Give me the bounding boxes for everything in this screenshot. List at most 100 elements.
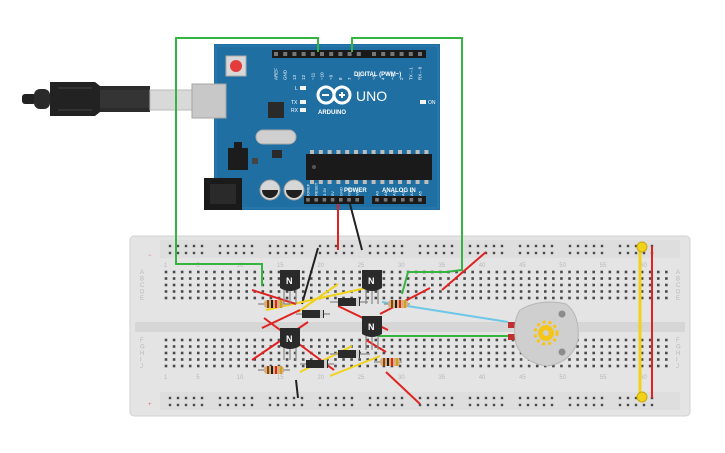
analog-pin-label: A2: [392, 190, 397, 196]
transistor-4[interactable]: N: [362, 316, 382, 350]
col-number-bottom: 15: [277, 375, 284, 381]
diode-4[interactable]: [300, 360, 334, 368]
row-letter-left: A: [140, 270, 144, 276]
digital-pin[interactable]: [418, 52, 422, 56]
row-letter-left: B: [140, 277, 144, 283]
diodes[interactable]: [296, 298, 370, 368]
digital-pin[interactable]: [329, 52, 334, 56]
col-number-bottom: 40: [479, 375, 486, 381]
digital-pin[interactable]: [338, 52, 343, 56]
power-pin-label: Vin: [355, 190, 360, 196]
digital-pin-label: GND: [283, 69, 288, 80]
wire-black-2[interactable]: [295, 379, 299, 399]
resistors[interactable]: [258, 300, 410, 374]
digital-pin-label: ~10: [320, 72, 325, 80]
col-number-bottom: 55: [600, 375, 607, 381]
row-letter-right: B: [676, 277, 680, 283]
rail-node-top[interactable]: [636, 241, 648, 253]
col-number-top: 15: [277, 263, 284, 269]
row-letter-left: C: [140, 283, 145, 289]
digital-pin[interactable]: [301, 52, 306, 56]
transistor-2[interactable]: N: [362, 270, 382, 304]
power-pin[interactable]: [339, 198, 343, 202]
digital-pin[interactable]: [283, 52, 288, 56]
analog-pin[interactable]: [383, 198, 388, 202]
transistor-1[interactable]: N: [280, 270, 300, 304]
digital-pin[interactable]: [310, 52, 315, 56]
rail-node-bottom[interactable]: [636, 391, 648, 403]
row-letter-left: J: [140, 364, 143, 370]
power-pin[interactable]: [306, 198, 310, 202]
power-pin-label: IOREF: [306, 183, 311, 196]
row-letter-right: E: [676, 296, 680, 302]
usb-cable[interactable]: [22, 82, 195, 116]
col-number-top: 55: [600, 263, 607, 269]
power-pin[interactable]: [330, 198, 335, 202]
wire-green-pin12[interactable]: [175, 37, 319, 286]
usb-chip: [268, 102, 284, 118]
resistor-4[interactable]: [374, 358, 402, 366]
power-pin[interactable]: [314, 198, 318, 202]
digital-pin-label: 4: [381, 77, 386, 80]
power-pin[interactable]: [322, 198, 327, 202]
row-letter-left: G: [140, 345, 145, 351]
digital-pin-label: ~6: [356, 74, 361, 80]
digital-pin[interactable]: [372, 52, 376, 56]
diode-1[interactable]: [330, 298, 368, 306]
digital-pin[interactable]: [381, 52, 386, 56]
wire-red-9[interactable]: [385, 371, 421, 405]
digital-pin[interactable]: [390, 52, 395, 56]
row-letter-right: D: [676, 290, 681, 296]
wire-black-1[interactable]: [301, 247, 319, 305]
analog-pin-label: A1: [383, 190, 388, 196]
wire-red-2[interactable]: [441, 251, 487, 291]
power-pin[interactable]: [347, 198, 351, 202]
digital-pin[interactable]: [292, 52, 297, 56]
wire-green-pin8[interactable]: [351, 37, 463, 295]
analog-pin[interactable]: [418, 198, 422, 202]
col-number-top: 10: [237, 263, 244, 269]
digital-pin-label: ~5: [372, 74, 377, 80]
resistor-2[interactable]: [384, 300, 410, 308]
row-letter-right: I: [676, 358, 678, 364]
digital-pin[interactable]: [356, 52, 361, 56]
wire-red-5[interactable]: [261, 309, 301, 329]
power-pin-label: 3.3V: [322, 187, 327, 196]
row-letter-right: A: [676, 270, 680, 276]
analog-pin[interactable]: [401, 198, 405, 202]
digital-pin[interactable]: [320, 52, 324, 56]
resistor-1[interactable]: [258, 300, 290, 308]
col-number-top: 50: [559, 263, 566, 269]
diode-3[interactable]: [330, 350, 370, 358]
digital-pin[interactable]: [274, 52, 278, 56]
wire-yellow-4[interactable]: [329, 355, 381, 377]
analog-pin[interactable]: [375, 198, 379, 202]
resistor-3[interactable]: [258, 366, 290, 374]
transistors[interactable]: N N N N: [280, 270, 382, 360]
digital-pin[interactable]: [347, 52, 352, 56]
digital-pin[interactable]: [399, 52, 404, 56]
reset-icon: [230, 60, 242, 72]
wire-red-6[interactable]: [251, 289, 297, 305]
dc-motor[interactable]: [508, 301, 579, 367]
wire-red-10[interactable]: [365, 339, 387, 353]
analog-pin[interactable]: [409, 198, 414, 202]
transistor-3[interactable]: N: [280, 328, 300, 360]
row-letter-right: J: [676, 364, 679, 370]
power-pin[interactable]: [355, 198, 359, 202]
diode-2[interactable]: [296, 310, 330, 318]
board-name: UNO: [356, 88, 387, 104]
analog-pin-label: A3: [400, 190, 405, 196]
col-number-top: 20: [317, 263, 324, 269]
transistor-2-label: N: [368, 276, 375, 286]
wire-black-gnd[interactable]: [349, 203, 363, 251]
col-number-top: 1: [164, 263, 168, 269]
col-number-bottom: 20: [317, 375, 324, 381]
power-label: POWER: [344, 188, 367, 194]
digital-label: DIGITAL (PWM~): [354, 72, 401, 78]
digital-pin[interactable]: [408, 52, 413, 56]
gear-icon: [533, 320, 559, 346]
analog-pin[interactable]: [392, 198, 396, 202]
